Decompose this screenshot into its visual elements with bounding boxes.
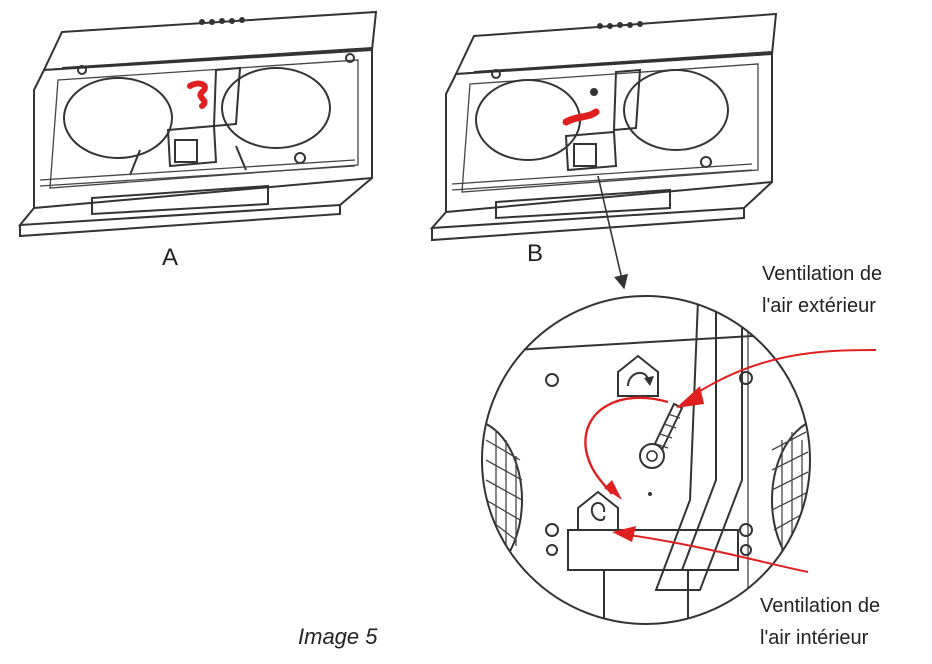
outdoor-ventilation-label: Ventilation de l'air extérieur: [762, 258, 882, 322]
hood-b-control-buttons: [597, 21, 643, 29]
hood-b-drawing: [429, 12, 778, 242]
indoor-ventilation-line2: l'air intérieur: [760, 627, 869, 649]
indoor-ventilation-line1: Ventilation de: [760, 595, 881, 617]
hood-b-label: B: [527, 240, 544, 267]
hood-b-highlight: [562, 108, 600, 126]
right-fan-grille: [771, 417, 810, 583]
selector-knob: [639, 402, 684, 469]
outdoor-callout-leader: [676, 349, 877, 408]
outdoor-ventilation-line2: l'air extérieur: [762, 295, 876, 317]
hood-a-label: A: [162, 244, 179, 271]
indoor-mode-icon: [577, 490, 619, 531]
indoor-ventilation-label: Ventilation de l'air intérieur: [760, 590, 880, 654]
left-fan-grille: [482, 419, 523, 581]
zoom-detail: [481, 295, 811, 625]
hood-a-control-buttons: [199, 17, 245, 25]
image-caption: Image 5: [298, 624, 378, 649]
mode-switch-red-curve: [584, 396, 669, 495]
outdoor-mode-icon: [617, 354, 659, 397]
outdoor-ventilation-line1: Ventilation de: [762, 263, 883, 285]
hood-a-highlight: [187, 80, 208, 109]
hood-a-drawing: [17, 10, 378, 238]
zoom-pointer-arrow: [597, 175, 629, 290]
indoor-callout-leader: [612, 526, 809, 573]
